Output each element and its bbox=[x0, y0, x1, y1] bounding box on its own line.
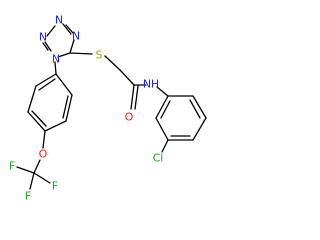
atom-f2: F bbox=[52, 180, 58, 193]
atom-n2: N bbox=[39, 31, 47, 44]
atom-s: S bbox=[96, 49, 103, 62]
atom-n1: N bbox=[52, 53, 60, 66]
atom-n4: N bbox=[72, 30, 80, 43]
atom-cl: Cl bbox=[153, 152, 164, 165]
atom-o-carbonyl: O bbox=[125, 111, 134, 124]
atom-o-ether: O bbox=[39, 148, 48, 161]
molecule-structure: N N N N S N H O Cl O F F F bbox=[9, 14, 207, 203]
atom-h: H bbox=[151, 78, 159, 91]
atom-labels: N N N N S N H O Cl O F F F bbox=[9, 14, 164, 203]
atom-f3: F bbox=[25, 190, 31, 203]
atom-n3: N bbox=[55, 14, 63, 27]
atom-f1: F bbox=[9, 160, 15, 173]
structure-drawing: N N N N S N H O Cl O F F F bbox=[9, 14, 207, 203]
atom-nh: N bbox=[143, 78, 151, 91]
bonds bbox=[16, 23, 207, 190]
